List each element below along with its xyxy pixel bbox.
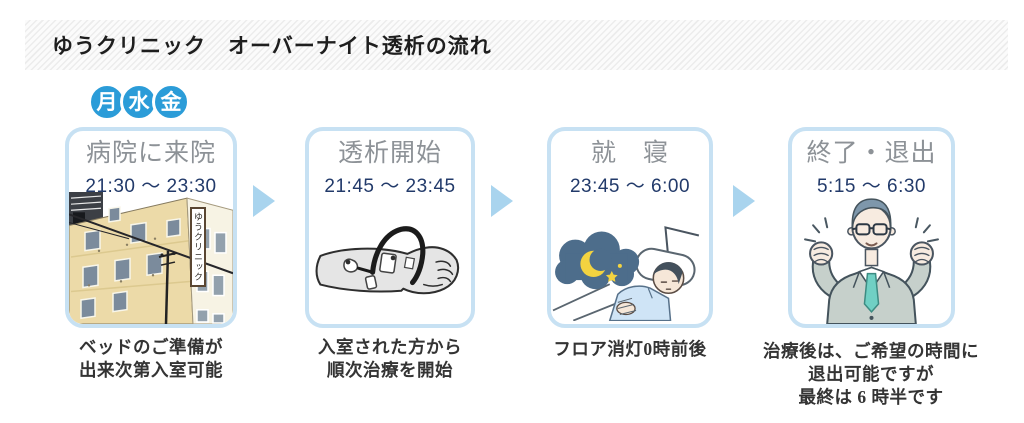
caption-line: フロア消灯0時前後	[553, 339, 707, 359]
clinic-building-photo	[69, 192, 233, 324]
days-badge: 月 水 金	[88, 83, 190, 121]
step-time: 23:45 ～ 6:00	[569, 175, 691, 197]
step-card-finish-leave: 終了・退出 5:15 ～ 6:30	[788, 127, 955, 328]
step-card-arrival: 病院に来院 21:30 ～ 23:30	[65, 127, 237, 328]
step-caption-dialysis-start: 入室された方から 順次治療を開始	[280, 336, 500, 382]
arrow-right-icon	[253, 185, 275, 217]
arrow-right-icon	[733, 185, 755, 217]
step-time: 21:45 ～ 23:45	[324, 175, 456, 197]
caption-line: 最終は 6 時半です	[798, 387, 944, 407]
step-time: 21:30 ～ 23:30	[85, 175, 217, 197]
cheerful-man-illustration	[804, 198, 939, 324]
arrow-right-icon	[491, 185, 513, 217]
caption-line: 順次治療を開始	[327, 360, 453, 380]
day-friday-badge: 金	[152, 83, 190, 121]
dialysis-arm-illustration	[315, 226, 460, 295]
sleeping-patient-illustration	[552, 226, 700, 321]
step-title: 病院に来院	[85, 139, 216, 167]
step-caption-arrival: ベッドのご準備が 出来次第入室可能	[41, 336, 261, 382]
title-banner: ゆうクリニック オーバーナイト透析の流れ	[25, 20, 1008, 70]
step-title: 透析開始	[337, 139, 442, 167]
step-title: 終了・退出	[806, 139, 937, 167]
day-monday-badge: 月	[88, 83, 126, 121]
clinic-sign-vertical-text: ゆうクリニック	[190, 207, 206, 287]
step-caption-sleep: フロア消灯0時前後	[515, 338, 745, 361]
step-card-dialysis-start: 透析開始 21:45 ～ 23:45	[305, 127, 475, 328]
caption-line: ベッドのご準備が	[79, 337, 223, 357]
caption-line: 出来次第入室可能	[79, 360, 223, 380]
step-card-sleep: 就 寝 23:45 ～ 6:00	[547, 127, 713, 328]
caption-line: 入室された方から	[318, 337, 462, 357]
day-wednesday-badge: 水	[120, 83, 158, 121]
step-caption-finish-leave: 治療後は、ご希望の時間に 退出可能ですが 最終は 6 時半です	[736, 340, 1006, 409]
step-title: 就 寝	[590, 139, 669, 167]
caption-line: 退出可能ですが	[808, 364, 934, 384]
page-title: ゆうクリニック オーバーナイト透析の流れ	[52, 35, 492, 58]
caption-line: 治療後は、ご希望の時間に	[763, 341, 979, 361]
step-time: 5:15 ～ 6:30	[816, 175, 927, 197]
